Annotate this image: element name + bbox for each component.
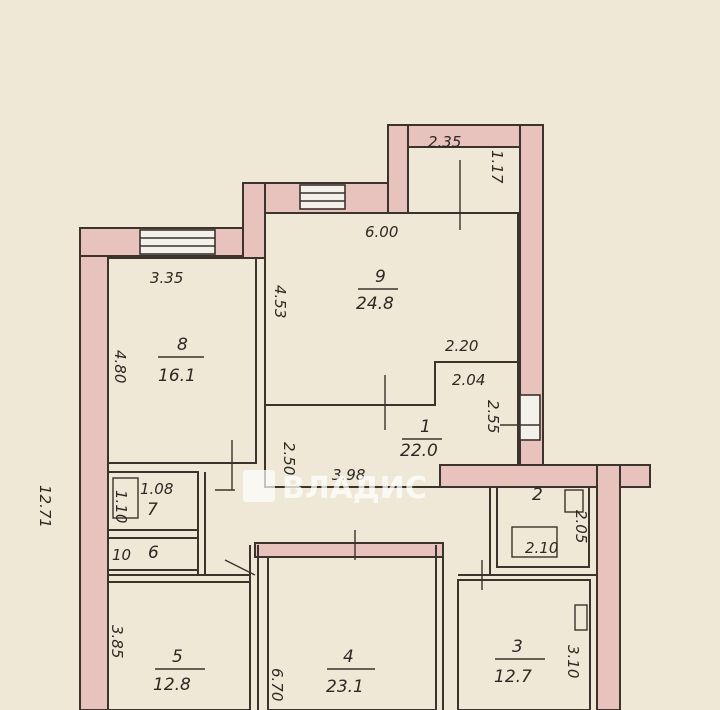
dim-label: 3.35 bbox=[150, 269, 183, 287]
room-number: 2 bbox=[532, 485, 543, 505]
interior-lines bbox=[108, 160, 597, 710]
dim-label: 2.20 bbox=[445, 337, 478, 355]
windows bbox=[139, 184, 541, 441]
watermark-text: ВЛАДИС bbox=[282, 471, 427, 506]
dim-label: 2.04 bbox=[452, 371, 485, 389]
dim-label: 3.10 bbox=[564, 645, 582, 678]
dim-label: 3.85 bbox=[108, 625, 126, 658]
room-number: 8 bbox=[177, 335, 188, 355]
room-number: 6 bbox=[148, 543, 159, 563]
watermark: ВЛАДИС bbox=[243, 470, 427, 506]
dim-label: 2.35 bbox=[428, 133, 461, 151]
room-number: 5 bbox=[172, 647, 183, 667]
dim-label: 6.70 bbox=[268, 668, 286, 701]
room-area: 23.1 bbox=[326, 677, 364, 697]
dim-label: 1.17 bbox=[488, 150, 506, 184]
dim-label: 12.71 bbox=[36, 485, 54, 528]
room-area: 12.8 bbox=[153, 675, 191, 695]
room-1 bbox=[264, 361, 519, 488]
room-area: 12.7 bbox=[494, 667, 532, 687]
watermark-logo-icon bbox=[243, 470, 275, 502]
room-8 bbox=[107, 257, 257, 464]
dim-label: 10 bbox=[112, 546, 131, 564]
room-number: 3 bbox=[512, 637, 523, 657]
balcony bbox=[407, 146, 521, 214]
room-6 bbox=[107, 537, 199, 571]
dim-label: 6.00 bbox=[365, 223, 398, 241]
room-number: 7 bbox=[147, 500, 158, 520]
room-number: 9 bbox=[375, 267, 386, 287]
dim-label: 4.53 bbox=[271, 285, 289, 318]
room-number: 4 bbox=[343, 647, 354, 667]
dim-label: 2.10 bbox=[525, 539, 558, 557]
rooms bbox=[107, 146, 591, 710]
room-area: 16.1 bbox=[158, 366, 196, 386]
dim-label: 4.80 bbox=[111, 350, 129, 383]
room-area: 22.0 bbox=[400, 441, 438, 461]
room-labels: 9 24.8 8 16.1 1 22.0 2 7 6 5 12.8 4 23.1… bbox=[147, 267, 545, 697]
room-7 bbox=[107, 471, 199, 531]
room-number: 1 bbox=[420, 417, 431, 437]
room-area: 24.8 bbox=[356, 294, 394, 314]
room-3 bbox=[457, 579, 591, 710]
dim-label: 3.98 bbox=[332, 466, 365, 484]
dim-label: 2.55 bbox=[484, 400, 502, 433]
dim-label: 2.50 bbox=[280, 442, 298, 475]
dim-label: 1.10 bbox=[112, 490, 130, 523]
dim-label: 2.05 bbox=[572, 510, 590, 543]
dimension-labels: 3.35 6.00 2.35 1.17 4.53 4.80 2.20 2.04 … bbox=[36, 133, 590, 701]
room-5 bbox=[107, 581, 251, 710]
room-4 bbox=[267, 556, 437, 710]
dim-label: 1.08 bbox=[140, 480, 173, 498]
